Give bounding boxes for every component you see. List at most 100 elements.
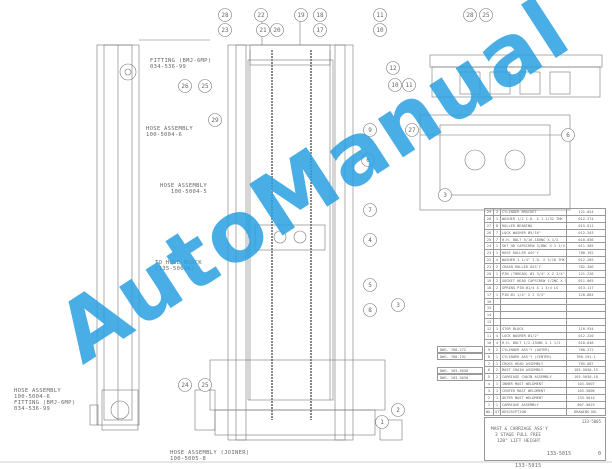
balloon-number: 6 — [566, 132, 570, 139]
parts-cell: 012-203 — [566, 228, 606, 237]
parts-cell: 012-220 — [566, 332, 606, 340]
parts-cell: 2 — [493, 263, 501, 272]
parts-cell: 2 — [484, 394, 494, 402]
parts-cell: 27 — [484, 221, 494, 230]
balloon-circle — [218, 23, 232, 37]
balloon-circle — [373, 23, 387, 37]
balloon-circle — [254, 8, 268, 22]
balloon-number: 20 — [273, 27, 281, 34]
parts-cell: 120-884 — [566, 290, 606, 299]
parts-cell: 11 — [484, 332, 494, 340]
balloon-number: 22 — [257, 12, 265, 19]
parts-cell: 2 — [493, 345, 501, 354]
balloon-circle — [391, 298, 405, 312]
balloon-number: 3 — [443, 192, 447, 199]
parts-cell: 4 — [484, 380, 494, 389]
balloon-circle — [391, 403, 405, 417]
parts-cell: 18 — [484, 283, 494, 292]
balloon-circle — [363, 278, 377, 292]
parts-cell — [493, 297, 501, 306]
parts-cell: 10 — [484, 338, 494, 347]
parts-cell: 7 — [493, 235, 501, 244]
parts-cell: 103-5030-15 — [566, 366, 606, 375]
parts-cell: 17 — [484, 290, 494, 299]
balloon-number: 8 — [368, 307, 372, 314]
balloon-circle — [405, 123, 419, 137]
balloon-number: 1 — [380, 419, 384, 426]
balloon-circle — [388, 78, 402, 92]
balloon-number: 3 — [396, 302, 400, 309]
balloon-number: 29 — [211, 117, 219, 124]
parts-cell: CROSS HEAD ASSEMBLY — [500, 359, 567, 368]
hose-mid-label: HOSE ASSEMBLY 100-5004-5 — [160, 183, 207, 195]
parts-cell: CYLINDER BRACKET — [500, 208, 567, 216]
footer-number: 133-5015 — [515, 463, 542, 469]
parts-cell: 103-5007 — [566, 380, 606, 389]
parts-cell: CHAIN ROLLER ASS'Y — [500, 263, 567, 272]
balloon-number: 27 — [408, 127, 416, 134]
balloon-circle — [270, 23, 284, 37]
parts-cell: 780-272 — [566, 345, 606, 354]
parts-cell: WASHER 1 1/4" I.D. X 3/16 THK — [500, 256, 567, 265]
parts-header: DESCRIPTION — [500, 407, 567, 416]
balloon-number: 10 — [376, 27, 384, 34]
parts-cell: 010-036 — [566, 235, 606, 244]
parts-cell: 28 — [484, 214, 494, 223]
title-line-3: 120" LIFT HEIGHT — [497, 439, 541, 444]
hose-joiner-label: HOSE ASSEMBLY (JOINER) 100-5005-8 — [170, 450, 250, 462]
parts-cell: 118-934 — [566, 325, 606, 334]
parts-cell: 21 — [484, 263, 494, 272]
parts-cell — [500, 318, 567, 327]
parts-cell: 8 — [484, 352, 494, 361]
parts-cell: 012-274 — [566, 214, 606, 223]
parts-cell: 23 — [484, 249, 494, 258]
parts-row: 14 — [484, 311, 606, 320]
parts-cell: CYLINDER ASS'Y (CENTER) — [500, 352, 567, 361]
parts-cell: 7 — [484, 359, 494, 368]
balloon-circle — [294, 8, 308, 22]
balloon-circle — [463, 8, 477, 22]
hose-bottom-label: HOSE ASSEMBLY 100-5004-6 FITTING (BMJ-6M… — [14, 388, 76, 412]
parts-cell: 14 — [484, 311, 494, 320]
parts-cell: 15 — [484, 304, 494, 313]
parts-cell: 26 — [484, 228, 494, 237]
parts-row: 13 — [484, 318, 606, 327]
balloon-number: 24 — [181, 382, 189, 389]
parts-cell: 103-5030-10 — [566, 373, 606, 382]
parts-cell: 2 — [493, 283, 501, 292]
parts-cell: H.H. BOLT 5/16-18UNC X 1/2 — [500, 235, 567, 244]
balloon-number: 25 — [201, 382, 209, 389]
parts-cell: CYLINDER ASS'Y (OUTER) — [500, 345, 567, 354]
parts-cell: 011-585 — [566, 242, 606, 251]
parts-row: 16 — [484, 297, 606, 306]
parts-cell: 807-5025 — [566, 400, 606, 409]
fitting-top-label: FITTING (BMJ-6MP) 034-536-99 — [150, 58, 212, 70]
parts-cell: 1 — [493, 214, 501, 223]
balloon-number: 4 — [368, 237, 372, 244]
parts-cell: 20 — [484, 270, 494, 278]
parts-cell: 12 — [484, 325, 494, 334]
parts-cell: 7 — [493, 228, 501, 237]
parts-cell: WASHER 1/2 I.D. X 1-1/32 THK — [500, 214, 567, 223]
parts-cell: 780-192 — [566, 249, 606, 258]
parts-cell: 1 — [493, 394, 501, 402]
parts-cell: 1 — [493, 242, 501, 251]
drawing-ref: DWG. 780-272 — [437, 346, 483, 354]
drawing-number: 133-5015 — [547, 451, 572, 457]
balloon-circle — [375, 415, 389, 429]
parts-cell: 2 — [493, 373, 501, 382]
parts-cell: 5 — [484, 373, 494, 382]
parts-cell — [566, 318, 606, 327]
parts-cell: HOSE ROLLER ASS'Y — [500, 249, 567, 258]
